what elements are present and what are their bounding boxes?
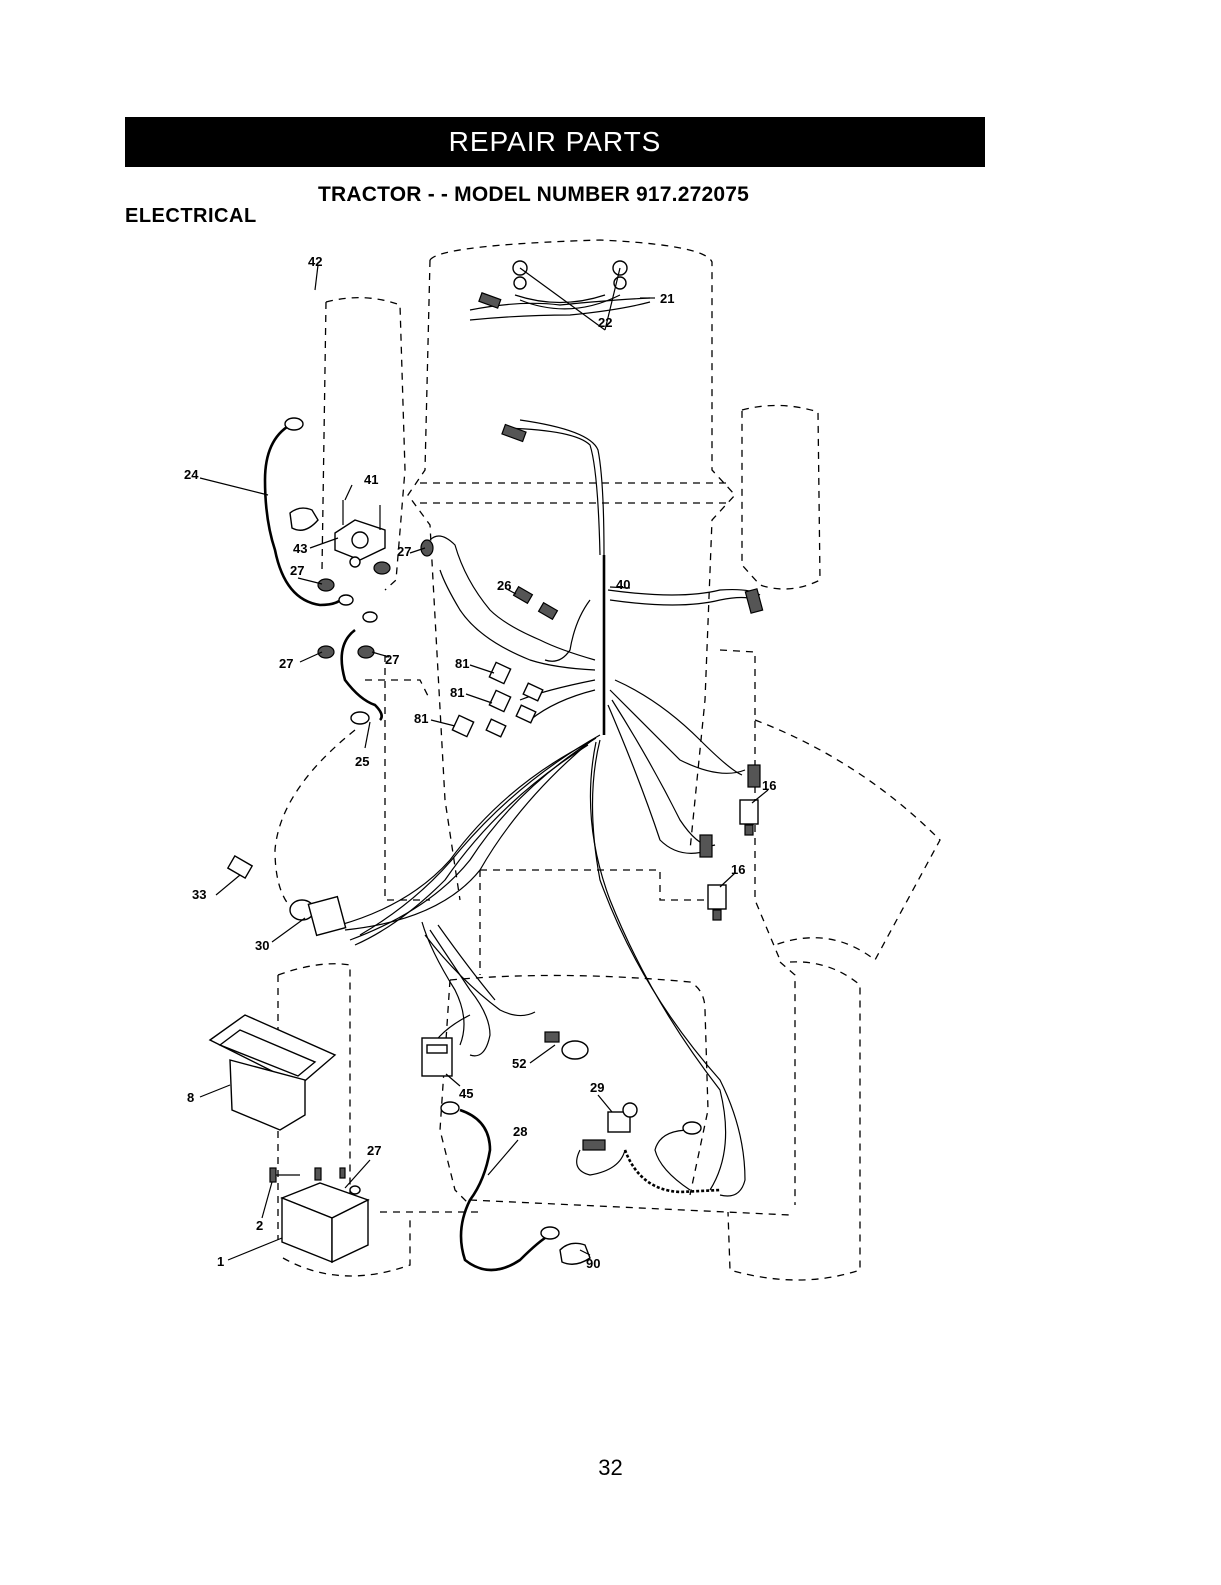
callout-22: 22 bbox=[598, 315, 612, 330]
callout-26: 26 bbox=[497, 578, 511, 593]
callout-81-top: 81 bbox=[455, 656, 469, 671]
callout-41: 41 bbox=[364, 472, 378, 487]
callout-81-bottom: 81 bbox=[414, 711, 428, 726]
callout-45: 45 bbox=[459, 1086, 473, 1101]
battery-tray-8 bbox=[210, 1015, 335, 1130]
callout-16-bottom: 16 bbox=[731, 862, 745, 877]
lamp-52 bbox=[545, 1032, 588, 1059]
solenoid-43 bbox=[318, 500, 433, 658]
callout-25: 25 bbox=[355, 754, 369, 769]
wire-harness bbox=[340, 295, 760, 1196]
callout-27-lower-right: 27 bbox=[385, 652, 399, 667]
callout-27-lower-left: 27 bbox=[279, 656, 293, 671]
callout-29: 29 bbox=[590, 1080, 604, 1095]
hour-meter-45 bbox=[422, 1038, 452, 1076]
callout-27-left: 27 bbox=[290, 563, 304, 578]
terminal-boot-42 bbox=[290, 508, 318, 530]
ground-cable-25 bbox=[342, 630, 382, 724]
callout-27-solenoid: 27 bbox=[397, 544, 411, 559]
callout-16-top: 16 bbox=[762, 778, 776, 793]
callout-27-battery: 27 bbox=[367, 1143, 381, 1158]
callout-90: 90 bbox=[586, 1256, 600, 1271]
callout-1: 1 bbox=[217, 1254, 224, 1269]
callout-42: 42 bbox=[308, 254, 322, 269]
headlight-assembly bbox=[479, 261, 627, 441]
callout-2: 2 bbox=[256, 1218, 263, 1233]
callout-43: 43 bbox=[293, 541, 307, 556]
callout-81-middle: 81 bbox=[450, 685, 464, 700]
callout-33: 33 bbox=[192, 887, 206, 902]
battery-1 bbox=[270, 1168, 368, 1262]
callout-40: 40 bbox=[616, 577, 630, 592]
callout-24: 24 bbox=[184, 467, 199, 482]
fuse-33 bbox=[228, 856, 252, 878]
page-number: 32 bbox=[0, 1455, 1221, 1481]
seat-switch-29 bbox=[577, 1103, 720, 1192]
callout-21: 21 bbox=[660, 291, 674, 306]
callout-8: 8 bbox=[187, 1090, 194, 1105]
callout-52: 52 bbox=[512, 1056, 526, 1071]
callout-28: 28 bbox=[513, 1124, 527, 1139]
ground-cable-28 bbox=[441, 1102, 559, 1270]
ignition-switch-30 bbox=[290, 897, 346, 936]
callout-30: 30 bbox=[255, 938, 269, 953]
